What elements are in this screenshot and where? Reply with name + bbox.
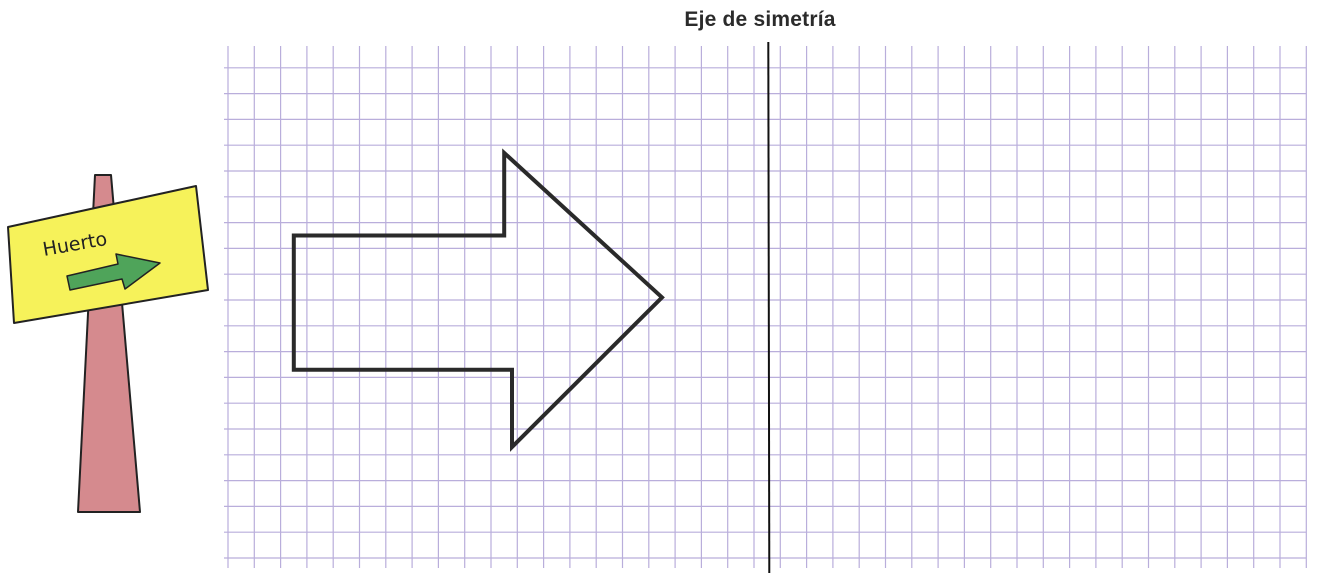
symmetry-axis-line	[767, 41, 771, 573]
graph-paper-grid	[224, 46, 1307, 568]
signpost-arrow-icon	[66, 253, 161, 291]
symmetry-axis-title: Eje de simetría	[684, 8, 836, 31]
garden-signpost: Huerto	[7, 174, 209, 513]
signpost-board	[7, 185, 209, 324]
arrow-figure	[291, 148, 665, 452]
